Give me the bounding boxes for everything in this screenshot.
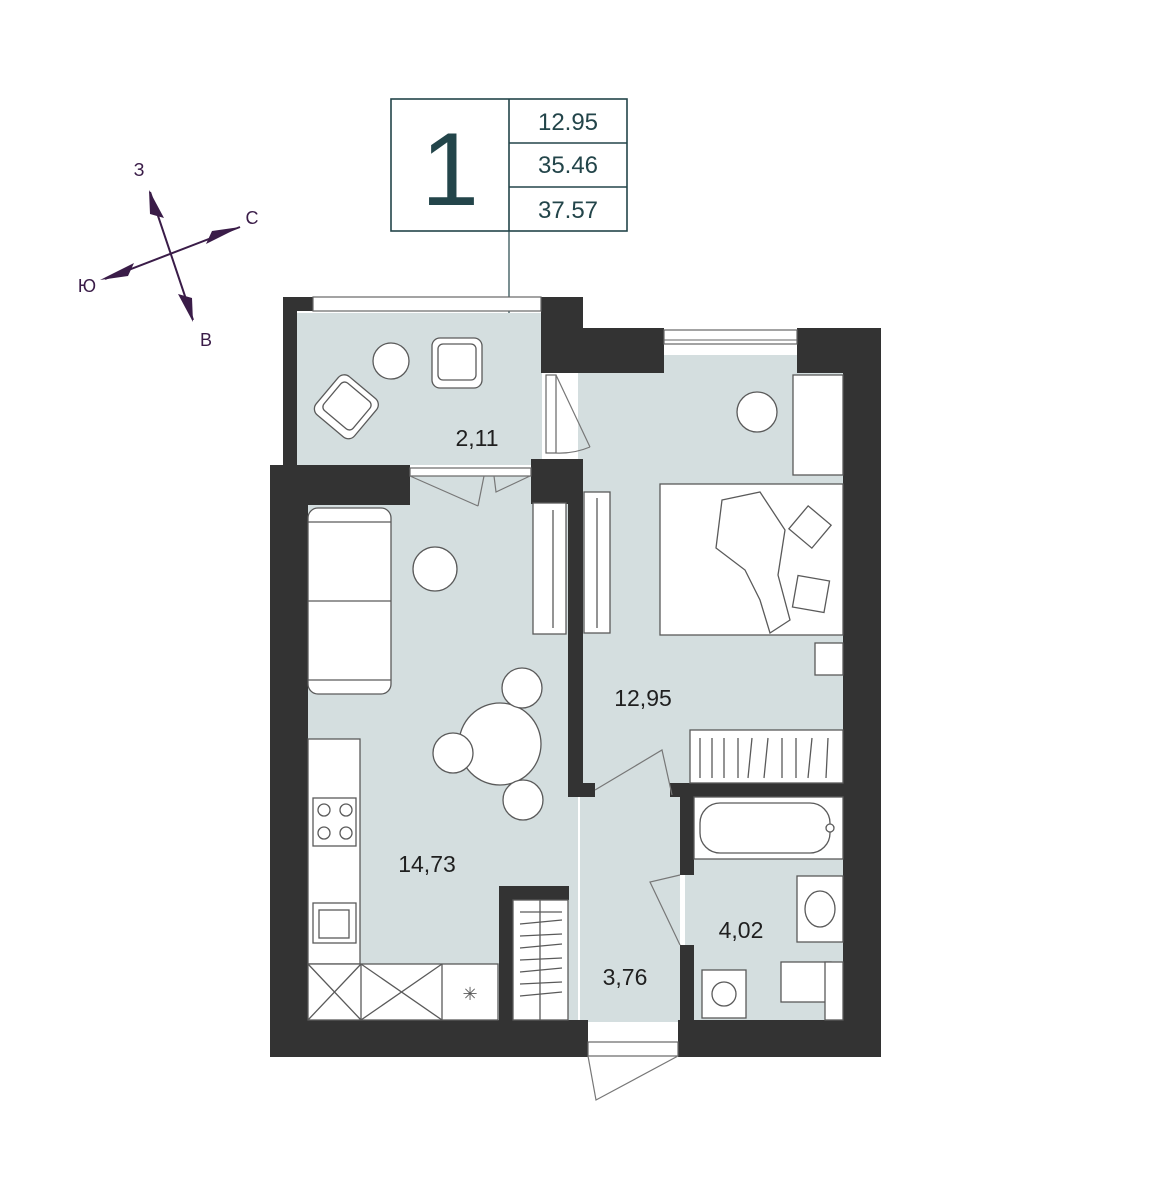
compass-north-label: С [246,208,259,228]
tv-unit [532,502,567,635]
area-bathroom-label: 4,02 [719,917,764,943]
compass-south-label: Ю [78,276,96,296]
area-total-value: 35.46 [538,152,598,179]
desk-chair [736,391,778,433]
nightstand [814,642,844,676]
compass-west-label: З [134,160,145,180]
window-balcony [312,296,542,312]
area-living-value: 12.95 [538,109,598,136]
pillow [787,504,833,550]
balcony-table [372,342,410,380]
living-furniture: ✳ [307,502,567,1021]
area-hallway-label: 3,76 [603,964,648,990]
balcony-furniture [313,337,483,440]
bathroom-furniture [693,796,844,1021]
area-balcony-label: 2,11 [455,425,498,451]
arrow-east-icon [178,294,193,322]
bed [659,483,844,636]
dining-chair [432,732,474,774]
walls [270,297,881,1057]
toilet [780,961,832,1003]
hallway-furniture [512,899,569,1021]
area-living-kitchen-label: 14,73 [398,851,456,877]
bedroom-furniture [583,374,844,784]
windows [312,296,798,345]
arrow-north-icon [206,227,240,244]
doors [409,374,681,1101]
balcony-armchair [313,374,379,440]
washing-machine [701,969,747,1019]
pillow [791,574,831,614]
rooms-count: 1 [421,112,479,228]
arrow-south-icon [100,263,134,280]
fridge-snowflake-icon: ✳ [462,984,477,1005]
dining-chair [502,779,544,821]
desk [792,374,844,476]
coffee-table [412,546,458,592]
kitchen-bottom-cabinets [307,963,499,1021]
compass-rose: З С Ю В [78,160,259,350]
compass-east-label: В [200,330,212,350]
window-bedroom [663,329,798,345]
apartment-info-box: 1 12.95 35.46 37.57 [390,98,628,346]
area-bedroom-label: 12,95 [614,685,672,711]
area-with-balcony-value: 37.57 [538,197,598,224]
dining-chair [501,667,543,709]
bedroom-closet [689,729,844,784]
arrow-west-icon [149,190,164,218]
